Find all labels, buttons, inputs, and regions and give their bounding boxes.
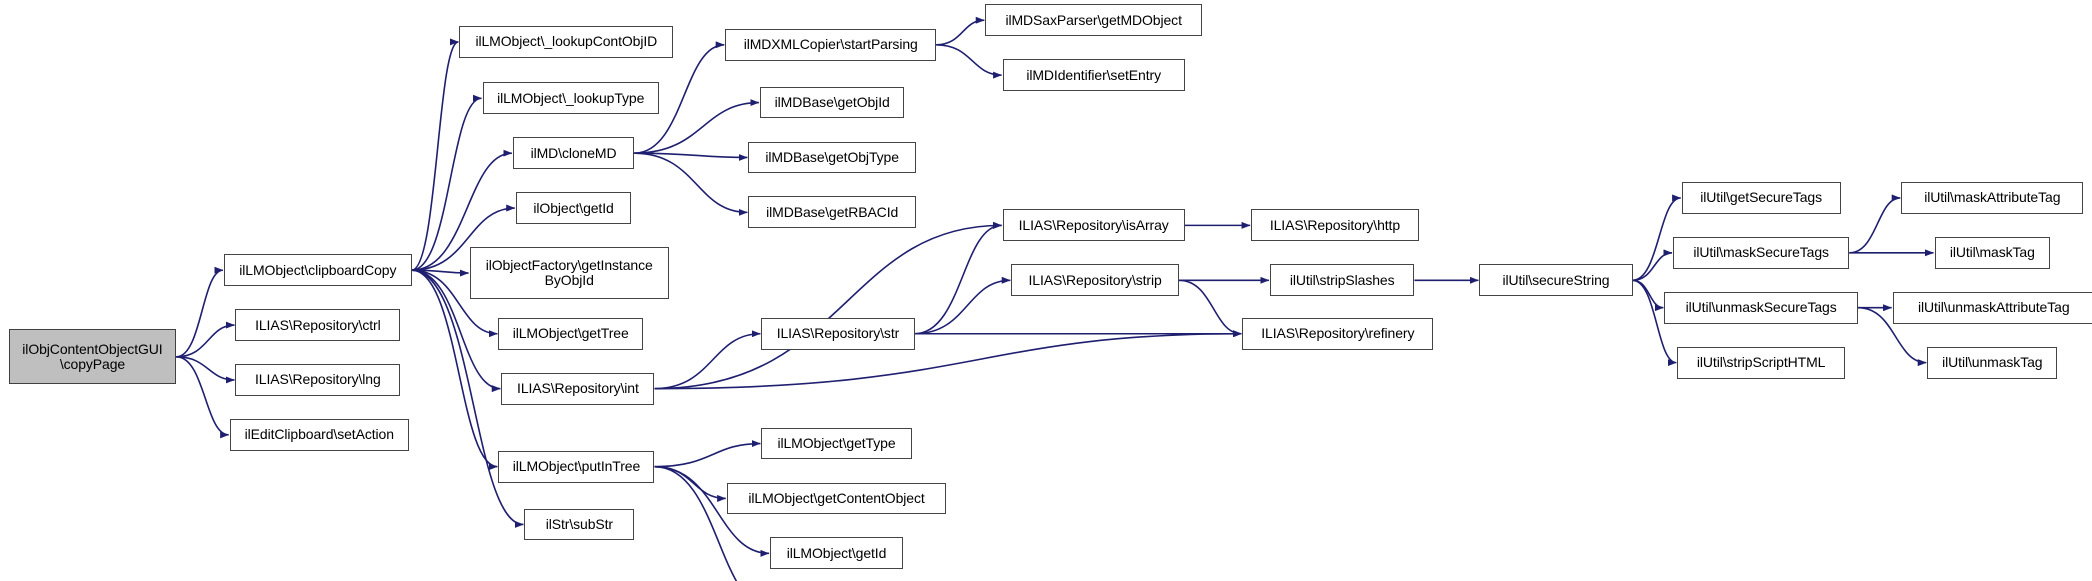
- edge-clipboardCopy-to-lookupContObjID: [411, 38, 459, 271]
- graph-node-getSecureTags[interactable]: ilUtil\getSecureTags: [1681, 182, 1841, 214]
- graph-node-getContentObject[interactable]: ilLMObject\getContentObject: [726, 482, 947, 515]
- graph-node-lng[interactable]: ILIAS\Repository\lng: [235, 364, 401, 396]
- edge-cloneMD-to-getObjType: [634, 152, 748, 161]
- edge-int-to-str: [654, 330, 761, 390]
- graph-node-str[interactable]: ILIAS\Repository\str: [761, 317, 915, 350]
- edge-startParsing-to-setEntry: [936, 43, 1003, 79]
- graph-node-unmaskSecureTags[interactable]: ilUtil\unmaskSecureTags: [1664, 291, 1858, 324]
- graph-node-stripScriptHTML[interactable]: ilUtil\stripScriptHTML: [1677, 346, 1845, 379]
- edge-clipboardCopy-to-lookupType: [411, 94, 482, 271]
- graph-node-startParsing[interactable]: ilMDXMLCopier\startParsing: [725, 28, 937, 61]
- edge-root-to-setAction: [176, 356, 230, 439]
- edge-root-to-lng: [176, 356, 235, 384]
- edge-secureString-to-unmaskSecureTags: [1632, 279, 1664, 312]
- edge-secureString-to-maskSecureTags: [1632, 249, 1673, 282]
- edge-startParsing-to-getMDObject: [936, 16, 985, 46]
- graph-node-getObjId[interactable]: ilMDBase\getObjId: [759, 86, 905, 119]
- graph-node-http[interactable]: ILIAS\Repository\http: [1251, 209, 1419, 242]
- graph-node-isArray[interactable]: ILIAS\Repository\isArray: [1002, 209, 1185, 242]
- graph-node-refinery[interactable]: ILIAS\Repository\refinery: [1242, 317, 1434, 350]
- graph-node-getId[interactable]: ilObject\getId: [515, 192, 632, 224]
- graph-node-clipboardCopy[interactable]: ilLMObject\clipboardCopy: [223, 254, 412, 287]
- graph-node-lookupType[interactable]: ilLMObject\_lookupType: [482, 82, 659, 115]
- edge-int-to-isArray: [654, 221, 1003, 390]
- graph-node-getInstanceByObjId[interactable]: ilObjectFactory\getInstance ByObjId: [469, 247, 669, 300]
- edge-maskSecureTags-to-maskAttributeTag: [1849, 194, 1901, 254]
- graph-node-unmaskTag[interactable]: ilUtil\unmaskTag: [1927, 346, 2058, 379]
- graph-node-subStr[interactable]: ilStr\subStr: [524, 508, 635, 541]
- graph-node-unmaskAttributeTag[interactable]: ilUtil\unmaskAttributeTag: [1892, 291, 2092, 324]
- edge-clipboardCopy-to-getInstanceByObjId: [411, 269, 469, 277]
- edge-root-to-clipboardCopy: [176, 266, 224, 358]
- edge-int-to-refinery: [654, 330, 1242, 390]
- edge-putInTree-to-getType: [654, 440, 761, 468]
- graph-node-secureString[interactable]: ilUtil\secureString: [1479, 264, 1633, 297]
- graph-node-getObjType[interactable]: ilMDBase\getObjType: [748, 141, 916, 174]
- graph-node-putInTree[interactable]: ilLMObject\putInTree: [498, 450, 655, 483]
- graph-node-maskAttributeTag[interactable]: ilUtil\maskAttributeTag: [1901, 182, 2084, 214]
- graph-node-setEntry[interactable]: ilMDIdentifier\setEntry: [1002, 59, 1185, 92]
- edge-putInTree-to-getContentObject: [654, 465, 727, 502]
- graph-node-maskTag[interactable]: ilUtil\maskTag: [1934, 236, 2051, 269]
- graph-node-maskSecureTags[interactable]: ilUtil\maskSecureTags: [1673, 236, 1850, 269]
- graph-node-getMDObject[interactable]: ilMDSaxParser\getMDObject: [985, 4, 1203, 37]
- edge-root-to-ctrl: [176, 321, 235, 358]
- graph-node-strip[interactable]: ILIAS\Repository\strip: [1011, 264, 1179, 297]
- graph-node-cloneMD[interactable]: ilMD\cloneMD: [512, 137, 635, 170]
- edge-strip-to-refinery: [1178, 279, 1242, 338]
- graph-node-getRBACId[interactable]: ilMDBase\getRBACId: [748, 196, 916, 229]
- edge-cloneMD-to-getRBACId: [634, 152, 748, 216]
- edge-str-to-isArray: [914, 221, 1003, 335]
- edge-clipboardCopy-to-putInTree: [411, 269, 498, 471]
- graph-node-getIdLM[interactable]: ilLMObject\getId: [770, 537, 903, 570]
- graph-node-getTree[interactable]: ilLMObject\getTree: [498, 317, 643, 350]
- graph-node-lookupContObjID[interactable]: ilLMObject\_lookupContObjID: [459, 26, 674, 58]
- graph-node-root[interactable]: ilObjContentObjectGUI \copyPage: [8, 329, 177, 385]
- graph-node-getType[interactable]: ilLMObject\getType: [761, 427, 912, 460]
- graph-node-setAction[interactable]: ilEditClipboard\setAction: [229, 418, 409, 451]
- graph-node-ctrl[interactable]: ILIAS\Repository\ctrl: [235, 309, 401, 341]
- graph-node-int[interactable]: ILIAS\Repository\int: [501, 372, 655, 405]
- edge-str-to-strip: [914, 276, 1011, 335]
- graph-node-stripSlashes[interactable]: ilUtil\stripSlashes: [1269, 264, 1415, 297]
